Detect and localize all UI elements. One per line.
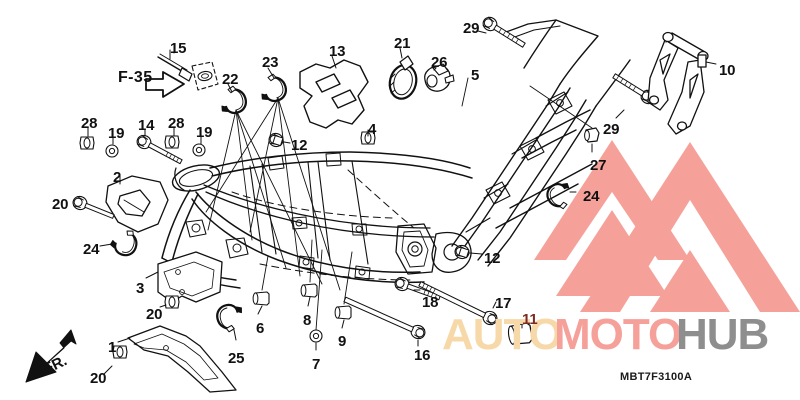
- callout-number-28: 28: [81, 115, 98, 132]
- callout-number-20: 20: [146, 306, 163, 323]
- callout-number-15: 15: [170, 40, 187, 57]
- callout-number-1: 1: [108, 339, 117, 356]
- callout-number-17: 17: [495, 295, 512, 312]
- callout-number-6: 6: [256, 320, 265, 337]
- callout-number-13: 13: [329, 43, 346, 60]
- callout-number-25: 25: [228, 350, 245, 367]
- callout-number-16: 16: [414, 347, 431, 364]
- callout-number-18: 18: [422, 294, 439, 311]
- callout-number-10: 10: [719, 62, 736, 79]
- watermark-text-hub: HUB: [676, 310, 769, 359]
- callout-number-29: 29: [603, 121, 620, 138]
- callout-number-19: 19: [196, 124, 213, 141]
- callout-number-20: 20: [52, 196, 69, 213]
- callout-number-24: 24: [583, 188, 600, 205]
- callout-number-14: 14: [138, 117, 155, 134]
- callout-number-12: 12: [291, 137, 308, 154]
- callout-number-11: 11: [522, 311, 538, 328]
- callout-number-12: 12: [484, 250, 501, 267]
- callout-number-19: 19: [108, 125, 125, 142]
- callout-number-8: 8: [303, 312, 312, 329]
- diagram-part-number: MBT7F3100A: [620, 371, 693, 383]
- reference-label-f35: F-35: [118, 69, 153, 86]
- callout-number-4: 4: [368, 121, 377, 138]
- watermark-text-moto: MOTO: [554, 310, 682, 359]
- callout-number-27: 27: [590, 157, 607, 174]
- callout-number-28: 28: [168, 115, 185, 132]
- callout-number-5: 5: [471, 67, 480, 84]
- callout-number-20: 20: [90, 370, 107, 387]
- callout-number-22: 22: [222, 71, 239, 88]
- callout-number-2: 2: [113, 169, 122, 186]
- callout-number-29: 29: [463, 20, 480, 37]
- callout-number-7: 7: [312, 356, 321, 373]
- callout-number-9: 9: [338, 333, 347, 350]
- callout-number-26: 26: [431, 54, 448, 71]
- callout-number-24: 24: [83, 241, 100, 258]
- callout-number-23: 23: [262, 54, 279, 71]
- watermark-text-auto: AUTO: [442, 310, 563, 359]
- callout-number-21: 21: [394, 35, 411, 52]
- callout-number-3: 3: [136, 280, 145, 297]
